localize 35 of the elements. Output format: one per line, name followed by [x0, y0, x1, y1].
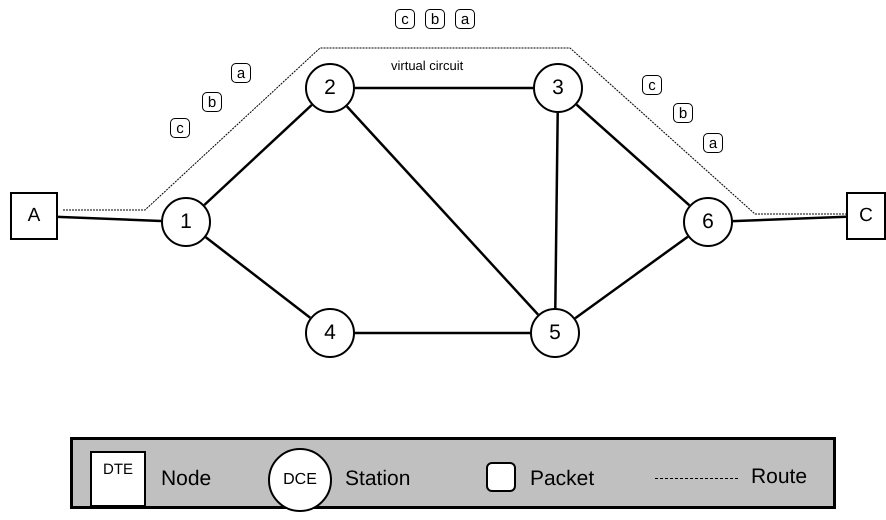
link-line	[732, 216, 846, 222]
packet-box: a	[455, 9, 475, 29]
link-line	[355, 86, 533, 90]
packet-box: c	[642, 75, 662, 95]
link-line	[554, 112, 559, 308]
packet-box: b	[425, 9, 445, 29]
packet-box: c	[395, 9, 415, 29]
link-line	[58, 216, 162, 222]
station-circle: 3	[533, 63, 583, 113]
packet-box: a	[703, 133, 723, 153]
link-line	[355, 332, 530, 334]
packet-box: a	[231, 63, 251, 83]
link-line	[574, 236, 689, 320]
station-circle: 4	[305, 308, 355, 358]
station-circle: 5	[530, 308, 580, 358]
terminal-box: A	[10, 192, 58, 240]
link-line	[203, 104, 313, 206]
legend-label: Route	[751, 465, 808, 489]
link-line	[346, 106, 540, 316]
terminal-symbol: DTE	[90, 451, 146, 507]
station-circle: 2	[305, 63, 355, 113]
legend-label: Node	[161, 467, 212, 491]
route-line	[62, 48, 846, 214]
packet-box: b	[202, 92, 222, 112]
packet-box: c	[170, 118, 190, 138]
station-symbol: DCE	[268, 448, 332, 512]
edge-label: virtual circuit	[389, 58, 466, 73]
link-line	[576, 104, 690, 206]
station-circle: 6	[683, 197, 733, 247]
terminal-box: C	[846, 192, 886, 240]
station-circle: 1	[161, 197, 211, 247]
legend-label: Packet	[530, 467, 594, 491]
link-line	[205, 236, 311, 319]
legend-label: Station	[345, 467, 410, 491]
packet-box: b	[673, 103, 693, 123]
